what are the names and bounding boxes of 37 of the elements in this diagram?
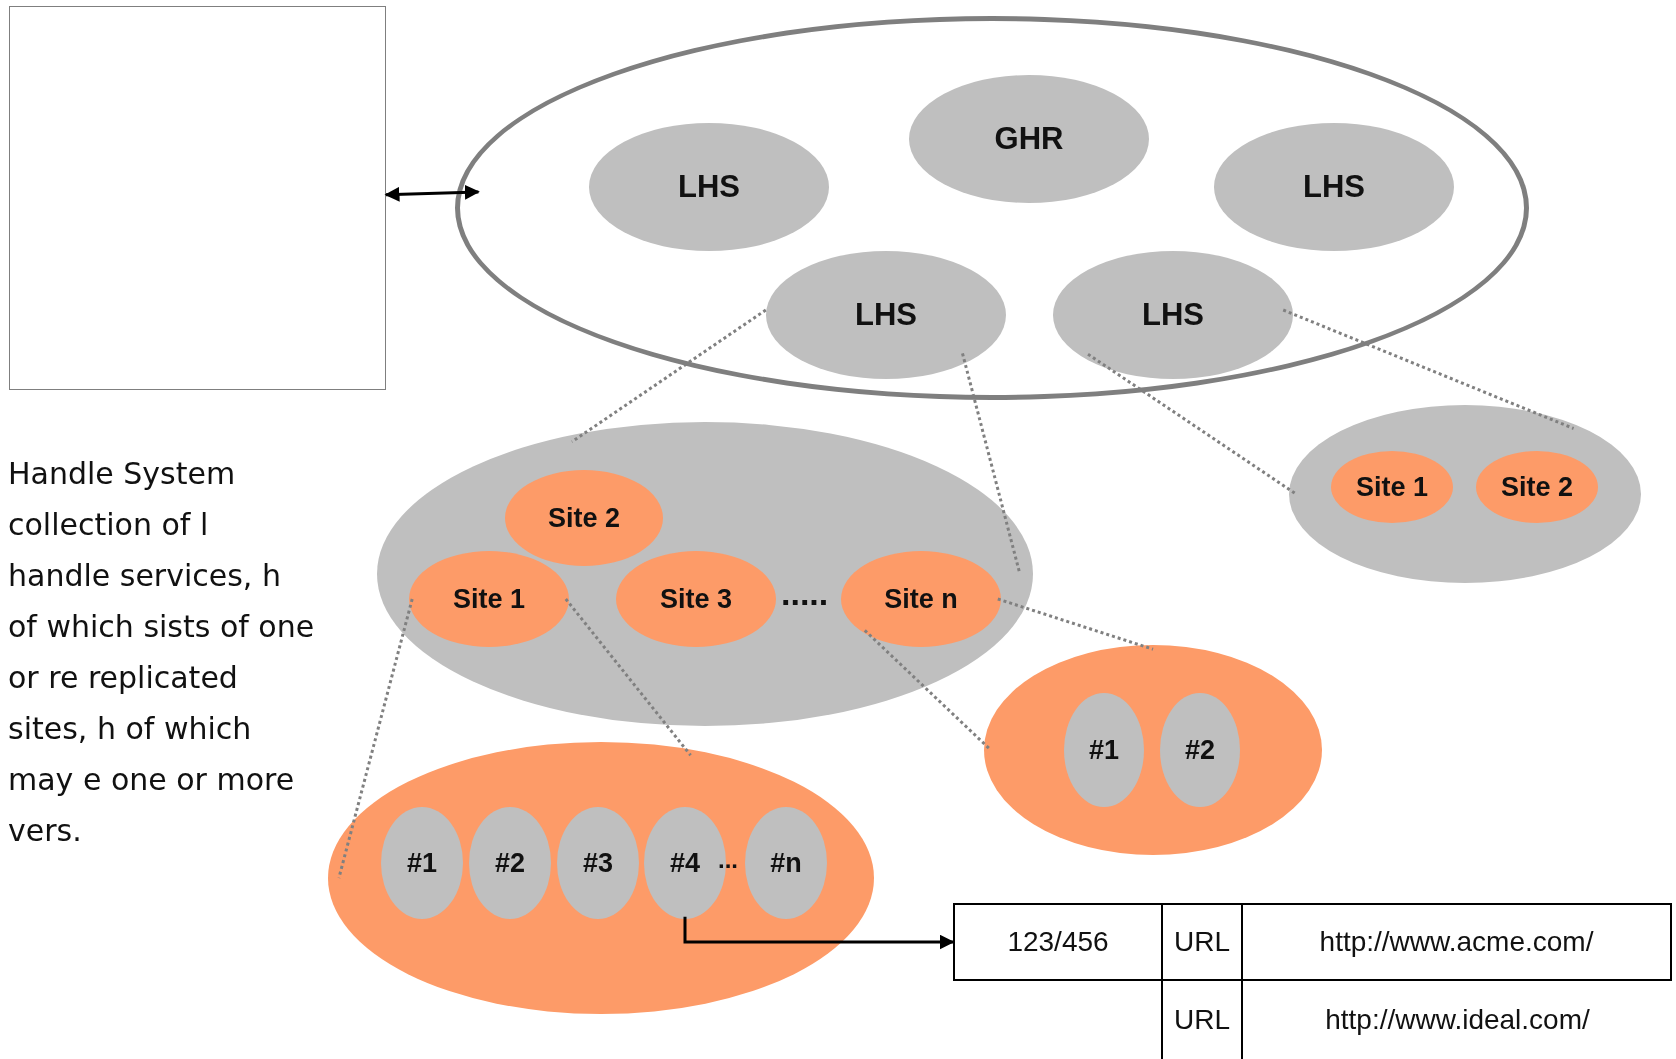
dotted-line — [337, 598, 414, 879]
node-label: LHS — [855, 297, 917, 333]
node-label: GHR — [994, 121, 1064, 157]
node-label: #2 — [494, 847, 525, 879]
node-label: #n — [770, 847, 802, 879]
node-label: LHS — [1303, 169, 1365, 205]
dotted-line — [564, 598, 692, 757]
node-label: Site 1 — [1355, 471, 1428, 503]
ellipsis: ..... — [781, 574, 829, 613]
node-label: #1 — [406, 847, 437, 879]
ellipsis: ... — [718, 846, 738, 874]
node-label: LHS — [1142, 297, 1204, 333]
dotted-line — [863, 629, 992, 752]
node-label: #2 — [1184, 734, 1215, 766]
dotted-line — [997, 597, 1154, 651]
dotted-line — [571, 308, 767, 444]
picture-frame — [9, 6, 386, 390]
node-label: Site n — [884, 583, 958, 615]
cell-text: http://www.acme.com/ — [1319, 926, 1594, 958]
arrow — [683, 916, 955, 950]
table-cell — [953, 903, 1161, 981]
node-label: Site 2 — [547, 502, 620, 534]
node-label: #1 — [1088, 734, 1119, 766]
cell-text: http://www.ideal.com/ — [1325, 1004, 1590, 1036]
cell-text: 123/456 — [1007, 926, 1109, 958]
cell-text: URL — [1174, 926, 1230, 958]
node-label: #4 — [669, 847, 700, 879]
node-label: Site 1 — [452, 583, 525, 615]
dotted-line — [1282, 308, 1575, 430]
cell-text: URL — [1174, 1004, 1230, 1036]
node-label: #3 — [582, 847, 613, 879]
description-text: Handle System collection of l handle services, h of which sists of one or re replicated sites, h of which may e one or more vers. — [8, 455, 316, 850]
node-label: Site 3 — [659, 583, 732, 615]
node-label: Site 2 — [1500, 471, 1573, 503]
dotted-line — [1087, 352, 1297, 496]
node-label: LHS — [678, 169, 740, 205]
arrow — [384, 184, 480, 202]
